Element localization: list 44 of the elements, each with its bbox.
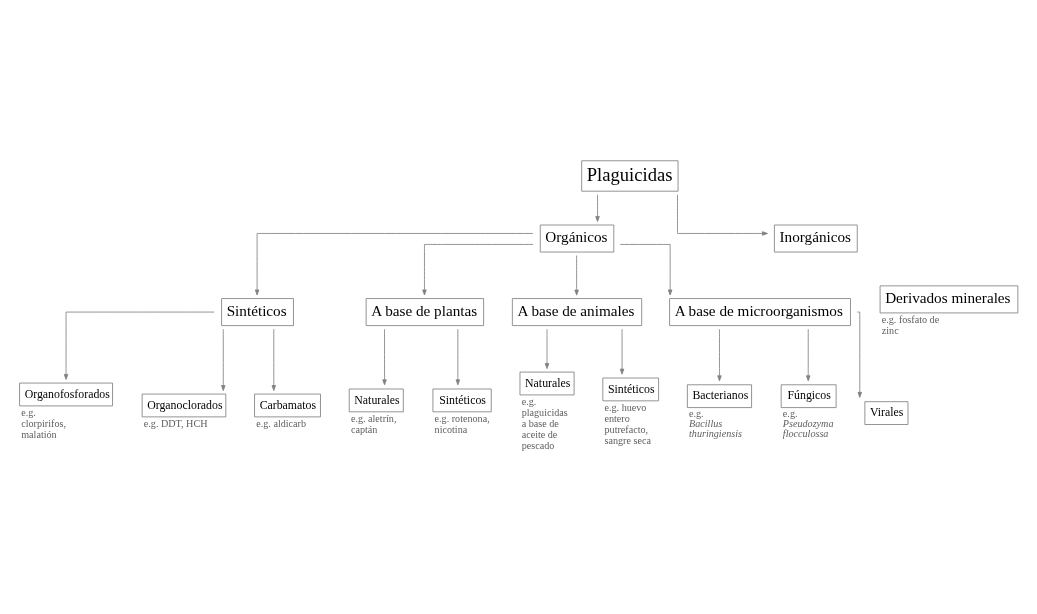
node-label: e.g. plaguicidas a base de aceite de pescado [521, 395, 568, 451]
arrow [455, 328, 461, 386]
arrow [677, 194, 768, 236]
node-box: A base de microorganismos [669, 298, 851, 327]
node-box: Bacterianos [686, 384, 752, 408]
node-box: Sintéticos [432, 388, 492, 413]
node-box: Organofosforados [19, 382, 113, 407]
node-box: Orgánicos [539, 224, 615, 253]
node-box: Sintéticos [221, 298, 294, 327]
arrow [544, 328, 550, 370]
node-box: Plaguicidas [581, 160, 679, 192]
node-box: Organoclorados [141, 393, 227, 418]
arrow [221, 328, 226, 391]
node-label: e.g. huevo entero putrefacto, sangre seca [604, 401, 651, 446]
node-box: Inorgánicos [774, 224, 858, 253]
node-box: Sintéticos [602, 377, 660, 402]
arrow [619, 244, 673, 296]
arrow [717, 328, 722, 382]
arrow [63, 311, 215, 380]
arrow [856, 311, 862, 398]
arrow [382, 328, 387, 386]
node-label: e.g. Bacillus thuringiensis [689, 407, 742, 439]
node-box: Naturales [519, 371, 575, 396]
arrow [254, 233, 534, 296]
node-label: e.g. aletrín, captán [350, 412, 397, 435]
node-label: e.g. aldicarb [256, 417, 307, 429]
node-box: Derivados minerales [879, 285, 1019, 314]
arrow [422, 244, 534, 296]
node-box: Carbamatos [254, 393, 321, 418]
node-label: e.g. clorpirifos, malatión [21, 406, 66, 440]
node-label: e.g. Pseudozyma flocculossa [782, 407, 834, 439]
arrow [574, 255, 579, 296]
arrow [271, 328, 276, 391]
node-box: A base de animales [511, 298, 643, 327]
node-box: A base de plantas [365, 298, 485, 327]
node-label: e.g. DDT, HCH [143, 417, 208, 429]
arrow [806, 328, 811, 382]
node-box: Naturales [348, 388, 404, 413]
node-box: Fúngicos [780, 384, 837, 408]
arrow [619, 328, 625, 375]
node-label: e.g. rotenona, nicotina [434, 412, 490, 435]
node-box: Virales [864, 401, 909, 425]
arrow [595, 194, 600, 222]
node-label: e.g. fosfato de zinc [881, 313, 940, 336]
